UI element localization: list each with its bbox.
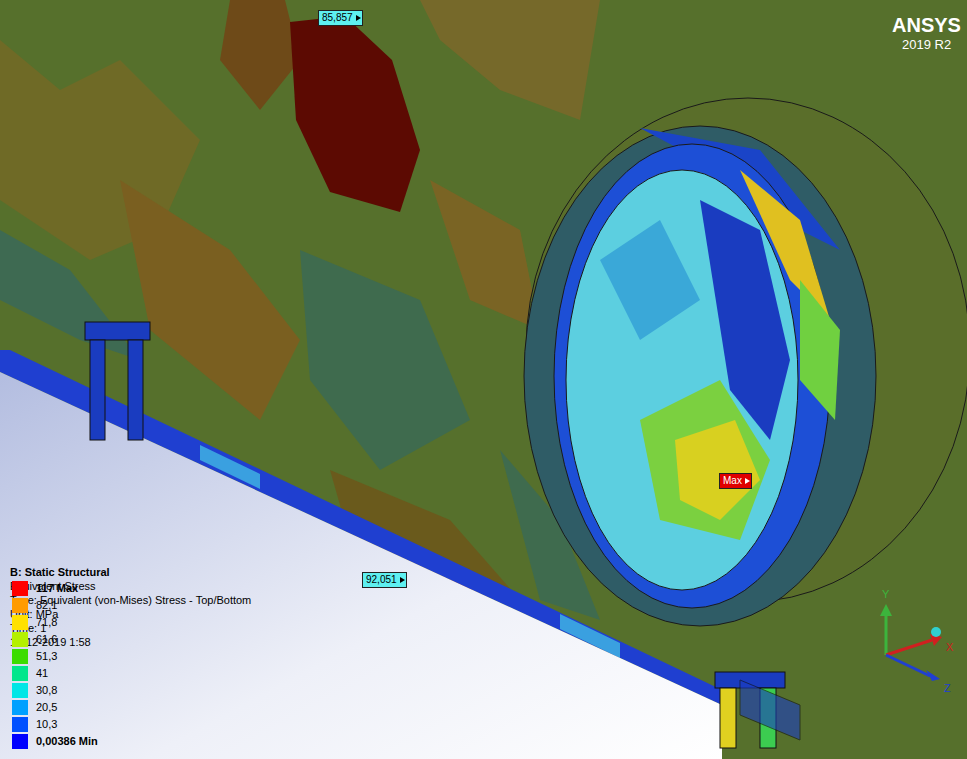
tag-text: Max: [723, 475, 742, 486]
legend-swatch: [12, 598, 28, 613]
tag-text: 92,051: [366, 574, 397, 585]
legend-value: 0,00386 Min: [36, 735, 98, 748]
legend-swatch: [12, 615, 28, 630]
legend-value: 10,3: [36, 718, 57, 731]
max-tag: Max: [719, 473, 752, 489]
version-text: 2019 R2: [902, 37, 951, 52]
legend-value: 82,1: [36, 599, 57, 612]
legend-swatch: [12, 734, 28, 749]
legend-swatch: [12, 632, 28, 647]
tag-point: [354, 11, 362, 27]
legend-value: 51,3: [36, 650, 57, 663]
legend-value: 117 Max: [36, 582, 78, 595]
logo-text: ANSYS: [892, 14, 961, 36]
legend-swatch: [12, 666, 28, 681]
axis-letter: Z: [944, 682, 951, 695]
legend-swatch: [12, 683, 28, 698]
legend-swatch: [12, 581, 28, 596]
legend-value: 41: [36, 667, 48, 680]
tag-point: [743, 474, 751, 490]
legend-swatch: [12, 649, 28, 664]
probe-tag: 92,051: [362, 572, 407, 588]
legend-value: 61,6: [36, 633, 57, 646]
analysis-name: B: Static Structural: [10, 566, 110, 579]
axis-letter: Y: [882, 588, 889, 601]
legend-swatch: [12, 700, 28, 715]
tag-point: [398, 573, 406, 589]
probe-tag: 85,857: [318, 10, 363, 26]
tag-text: 85,857: [322, 12, 353, 23]
axis-letter: X: [946, 641, 953, 654]
legend-swatch: [12, 717, 28, 732]
legend-value: 71,8: [36, 616, 57, 629]
legend-value: 30,8: [36, 684, 57, 697]
legend-value: 20,5: [36, 701, 57, 714]
